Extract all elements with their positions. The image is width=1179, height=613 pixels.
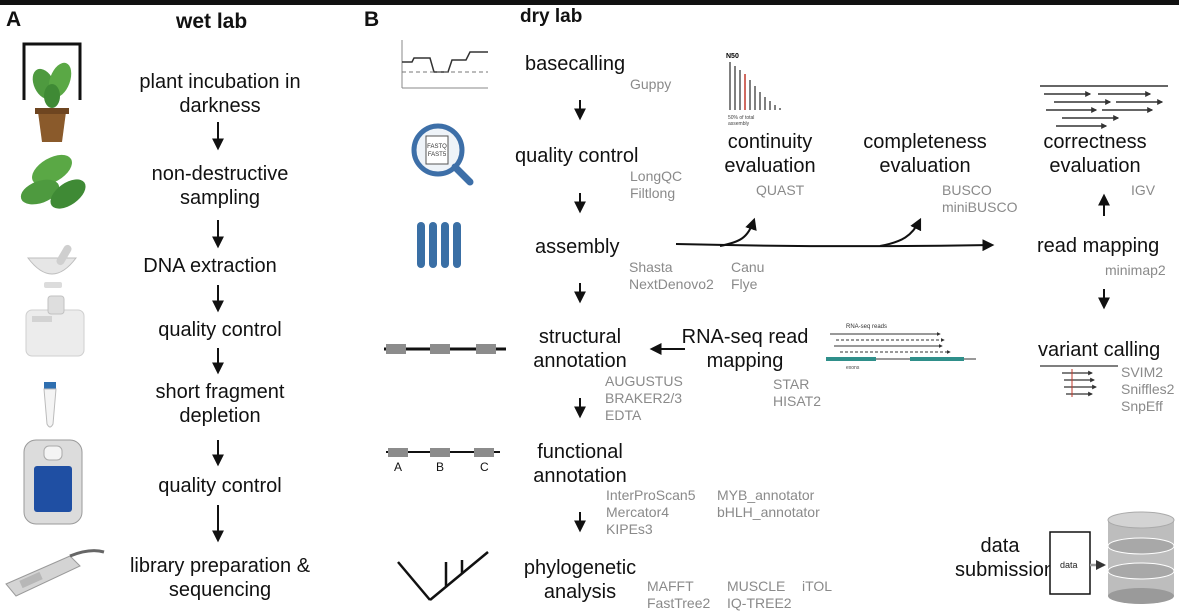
domain-a-label: A <box>394 460 403 474</box>
completeness-tools: BUSCO miniBUSCO <box>942 182 1018 215</box>
correctness-tools: IGV <box>1131 182 1156 198</box>
signal-trace-icon <box>401 40 488 89</box>
chromosomes-icon <box>417 222 461 268</box>
functional-label: functional annotation <box>533 441 627 487</box>
step-plant-incubation: plant incubation in darkness <box>139 71 301 117</box>
step-sampling: non-destructive sampling <box>151 163 289 209</box>
n50-plot: N50 50% of total assembly <box>726 53 781 127</box>
n50-note-2: assembly <box>728 121 750 127</box>
domain-c-label: C <box>480 460 489 474</box>
database-icon <box>1107 511 1175 604</box>
rnaseq-plot-title: RNA-seq reads <box>846 324 887 330</box>
functional-tools-a: InterProScan5 Mercator4 KIPEs3 <box>606 487 696 537</box>
assembly-tools-a: Shasta NextDenovo2 <box>629 259 714 292</box>
panel-b-letter: B <box>364 8 380 31</box>
n50-note-1: 50% of total <box>728 115 754 121</box>
gene-model-functional <box>386 448 500 457</box>
step-fragment-depletion: short fragment depletion <box>155 381 285 427</box>
tube-icon <box>43 382 57 428</box>
basecalling-tools: Guppy <box>630 76 672 92</box>
rnaseq-label: RNA-seq read mapping <box>681 326 809 372</box>
plant-box-icon <box>22 42 82 142</box>
panel-a-letter: A <box>6 8 22 31</box>
step-quality-control-1: quality control <box>158 319 282 341</box>
rnaseq-tools: STAR HISAT2 <box>773 376 821 409</box>
rnaseq-reads-icon: RNA-seq reads exons <box>826 324 976 371</box>
read-mapping-tools: minimap2 <box>1105 262 1166 278</box>
phylo-tools-b: MUSCLE IQ-TREE2 <box>727 578 792 611</box>
basecalling-label: basecalling <box>525 53 626 75</box>
variant-icon <box>1040 365 1118 397</box>
tree-icon <box>397 551 489 601</box>
sequencer-icon <box>23 439 83 525</box>
structural-label: structural annotation <box>533 326 627 372</box>
completeness-label: completeness evaluation <box>863 131 987 177</box>
top-border <box>0 0 1179 5</box>
qc-tools: LongQC Filtlong <box>630 168 683 201</box>
magnifier-fastq-icon: FASTQ FAST5 <box>411 123 474 186</box>
flongle-icon <box>5 549 105 597</box>
variant-calling-label: variant calling <box>1038 339 1161 361</box>
functional-tools-b: MYB_annotator bHLH_annotator <box>717 487 820 520</box>
mortar-icon <box>26 244 78 288</box>
domain-b-label: B <box>436 460 445 474</box>
phylo-tools-c: iTOL <box>802 578 833 594</box>
read-alignment-icon <box>1040 85 1168 129</box>
step-quality-control-2: quality control <box>158 475 282 497</box>
variant-calling-tools: SVIM2 Sniffles2 SnpEff <box>1121 364 1175 414</box>
arrow-assembly-readmapping <box>675 239 995 252</box>
data-submission-icon <box>1049 531 1106 595</box>
step-dna-extraction: DNA extraction <box>143 255 277 277</box>
continuity-label: continuity evaluation <box>724 131 816 177</box>
qc-label: quality control <box>515 145 639 167</box>
leaves-icon <box>20 154 86 209</box>
n50-title: N50 <box>726 53 739 60</box>
arrow-to-completeness <box>879 217 922 247</box>
assembly-tools-b: Canu Flye <box>731 259 765 292</box>
data-box-label: data <box>1060 560 1078 570</box>
structural-tools: AUGUSTUS BRAKER2/3 EDTA <box>605 373 683 423</box>
rnaseq-plot-note: exons <box>846 365 860 371</box>
dry-lab-arrows <box>574 100 1110 533</box>
step-library-sequencing: library preparation & sequencing <box>129 555 311 601</box>
fastq-label-1: FASTQ <box>427 144 447 150</box>
continuity-tools: QUAST <box>756 182 805 198</box>
wet-lab-heading: wet lab <box>176 10 248 33</box>
phylo-tools-a: MAFFT FastTree2 <box>647 578 711 611</box>
correctness-label: correctness evaluation <box>1043 131 1147 177</box>
read-mapping-label: read mapping <box>1037 235 1160 257</box>
fastq-label-2: FAST5 <box>428 152 447 158</box>
qc-machine-icon <box>25 295 85 357</box>
submission-label: data submission <box>955 535 1056 581</box>
assembly-label: assembly <box>535 236 620 258</box>
arrow-to-continuity <box>719 217 757 247</box>
dry-lab-heading: dry lab <box>520 6 583 27</box>
gene-model-structural <box>384 344 506 354</box>
phylo-label: phylogenetic analysis <box>523 557 637 603</box>
